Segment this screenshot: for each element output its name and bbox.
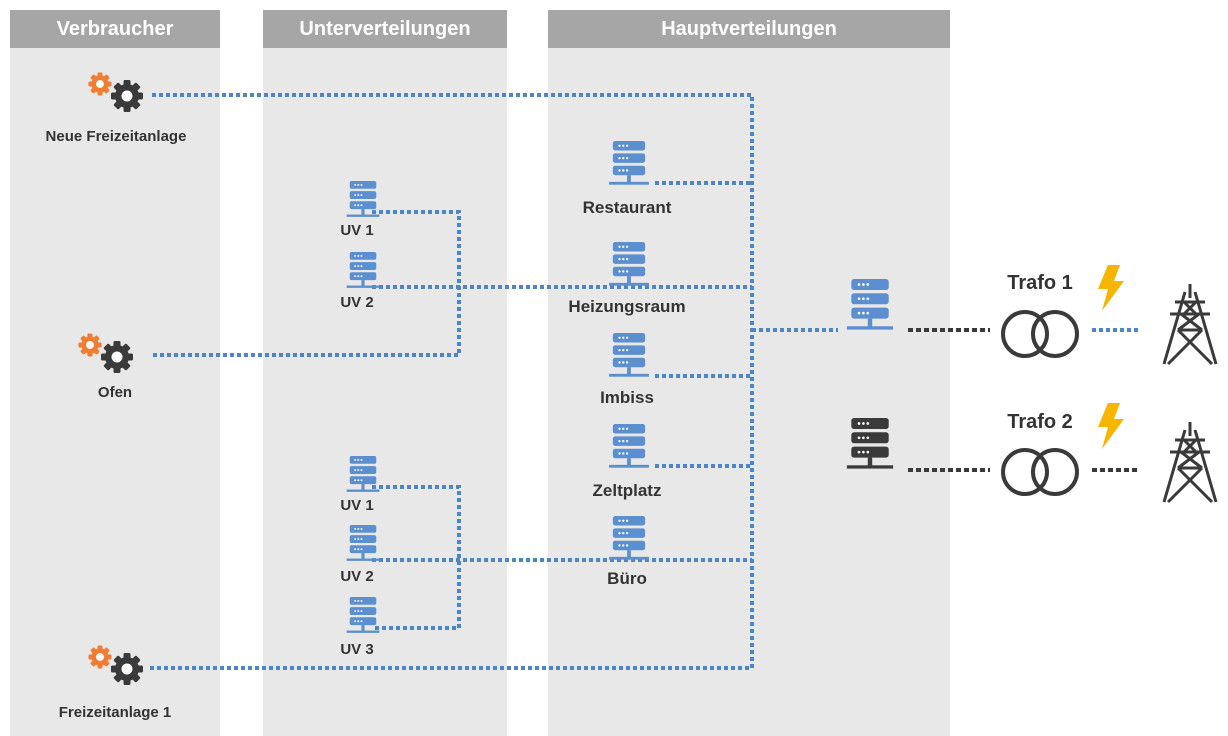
gears-icon-neue-freizeitanlage bbox=[88, 72, 143, 112]
consumer-label-freizeitanlage-1: Freizeitanlage 1 bbox=[58, 704, 172, 721]
server-icon-imbiss bbox=[609, 333, 649, 377]
sub-label-uv2-group2: UV 2 bbox=[340, 568, 374, 585]
main-distributions-column-header: Hauptverteilungen bbox=[548, 10, 950, 48]
dark-connections bbox=[908, 328, 1138, 472]
sub-label-uv1-group2: UV 1 bbox=[340, 497, 374, 514]
gears-icon-freizeitanlage-1 bbox=[88, 645, 143, 685]
transformer-label-1: Trafo 1 bbox=[1007, 272, 1073, 294]
power-tower-icon-2 bbox=[1162, 420, 1218, 504]
server-icon-uv2-group1 bbox=[346, 252, 380, 288]
server-icon-zeltplatz bbox=[609, 424, 649, 468]
consumer-label-ofen: Ofen bbox=[97, 384, 133, 401]
server-icon-main-active bbox=[846, 279, 894, 330]
transformer-icon-2 bbox=[1001, 448, 1079, 496]
sub-distributions-column-header: Unterverteilungen bbox=[263, 10, 507, 48]
power-tower-icon-1 bbox=[1162, 282, 1218, 366]
server-icon-uv3-group2 bbox=[346, 597, 380, 633]
server-icon-uv2-group2 bbox=[346, 525, 380, 561]
sub-label-uv2-group1: UV 2 bbox=[340, 294, 374, 311]
active-connections bbox=[150, 93, 1138, 670]
main-label-buero: Büro bbox=[607, 569, 647, 588]
sub-label-uv1-group1: UV 1 bbox=[340, 222, 374, 239]
line-neue-freizeitanlage bbox=[152, 93, 754, 668]
main-label-zeltplatz: Zeltplatz bbox=[592, 481, 662, 500]
line-uv1-group2 bbox=[372, 485, 461, 630]
lightning-icon-2 bbox=[1098, 403, 1124, 449]
server-icon-restaurant bbox=[609, 141, 649, 185]
consumer-label-neue-freizeitanlage: Neue Freizeitanlage bbox=[45, 128, 187, 145]
server-icon-heizungsraum bbox=[609, 242, 649, 286]
transformer-icon-1 bbox=[1001, 310, 1079, 358]
line-uv1-group1 bbox=[150, 210, 461, 357]
main-distributions-column: Hauptverteilungen bbox=[548, 10, 950, 736]
main-label-restaurant: Restaurant bbox=[582, 198, 672, 217]
sub-distributions-column: Unterverteilungen bbox=[263, 10, 507, 736]
main-label-imbiss: Imbiss bbox=[600, 388, 654, 407]
consumers-column: Verbraucher bbox=[10, 10, 220, 736]
server-icon-buero bbox=[609, 516, 649, 560]
server-icon-main-inactive bbox=[846, 418, 894, 469]
gears-icon-ofen bbox=[78, 333, 133, 373]
lightning-icon-1 bbox=[1098, 265, 1124, 311]
sub-label-uv3-group2: UV 3 bbox=[340, 641, 374, 658]
main-label-heizungsraum: Heizungsraum bbox=[568, 297, 686, 316]
transformer-label-2: Trafo 2 bbox=[1007, 411, 1073, 433]
consumers-column-header: Verbraucher bbox=[10, 10, 220, 48]
